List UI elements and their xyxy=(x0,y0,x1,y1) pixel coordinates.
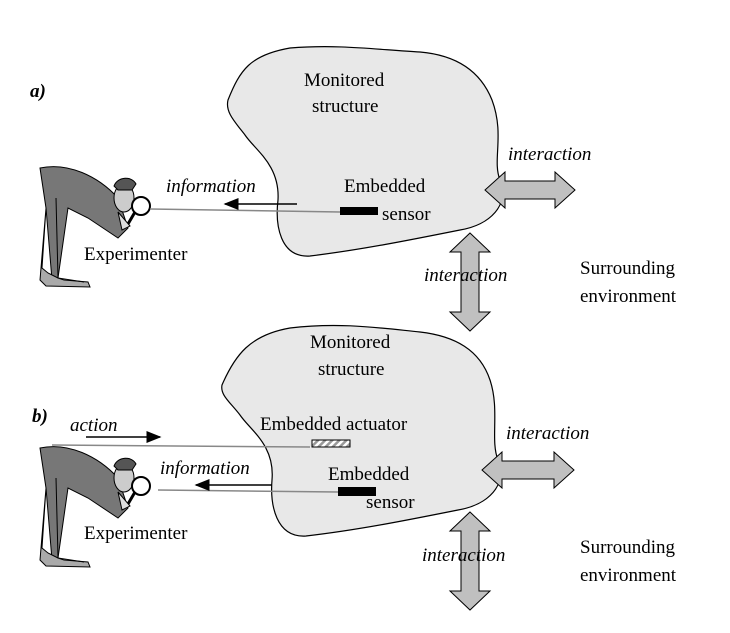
sensor-label: Embedded xyxy=(344,176,426,197)
sensor-label: Embedded xyxy=(328,464,410,485)
environment-label-2: environment xyxy=(580,286,677,307)
interaction-arrow-horizontal xyxy=(481,450,575,490)
interaction-label: interaction xyxy=(424,265,507,286)
structure-label-2: structure xyxy=(312,96,378,117)
interaction-arrow-vertical xyxy=(448,232,492,332)
monitored-structure-shape xyxy=(221,324,502,537)
sensor-label-2: sensor xyxy=(366,492,415,513)
panel-label: b) xyxy=(32,406,48,427)
structure-label: Monitored xyxy=(310,332,391,353)
interaction-label: interaction xyxy=(508,144,591,165)
action-label: action xyxy=(70,415,118,436)
interaction-arrow-horizontal xyxy=(484,170,576,210)
interaction-label: interaction xyxy=(422,545,505,566)
information-label: information xyxy=(166,176,256,197)
environment-label-2: environment xyxy=(580,565,677,586)
embedded-actuator xyxy=(311,439,351,448)
panel-a: a) Monitored structure Embedded sensor i… xyxy=(30,46,677,332)
experimenter-label: Experimenter xyxy=(84,244,188,265)
structure-label-2: structure xyxy=(318,359,384,380)
environment-label: Surrounding xyxy=(580,258,676,279)
structure-label: Monitored xyxy=(304,70,385,91)
sensor-label-2: sensor xyxy=(382,204,431,225)
actuator-label: Embedded actuator xyxy=(260,414,408,435)
embedded-sensor xyxy=(338,487,376,496)
interaction-label: interaction xyxy=(506,423,589,444)
embedded-sensor xyxy=(340,207,378,215)
experimenter-figure xyxy=(38,445,152,569)
panel-label: a) xyxy=(30,81,46,102)
panel-b: b) Monitored structure Embedded actuator… xyxy=(32,324,677,611)
interaction-arrow-vertical xyxy=(448,511,492,611)
experimenter-label: Experimenter xyxy=(84,523,188,544)
information-label: information xyxy=(160,458,250,479)
experimenter-figure xyxy=(38,165,152,289)
environment-label: Surrounding xyxy=(580,537,676,558)
